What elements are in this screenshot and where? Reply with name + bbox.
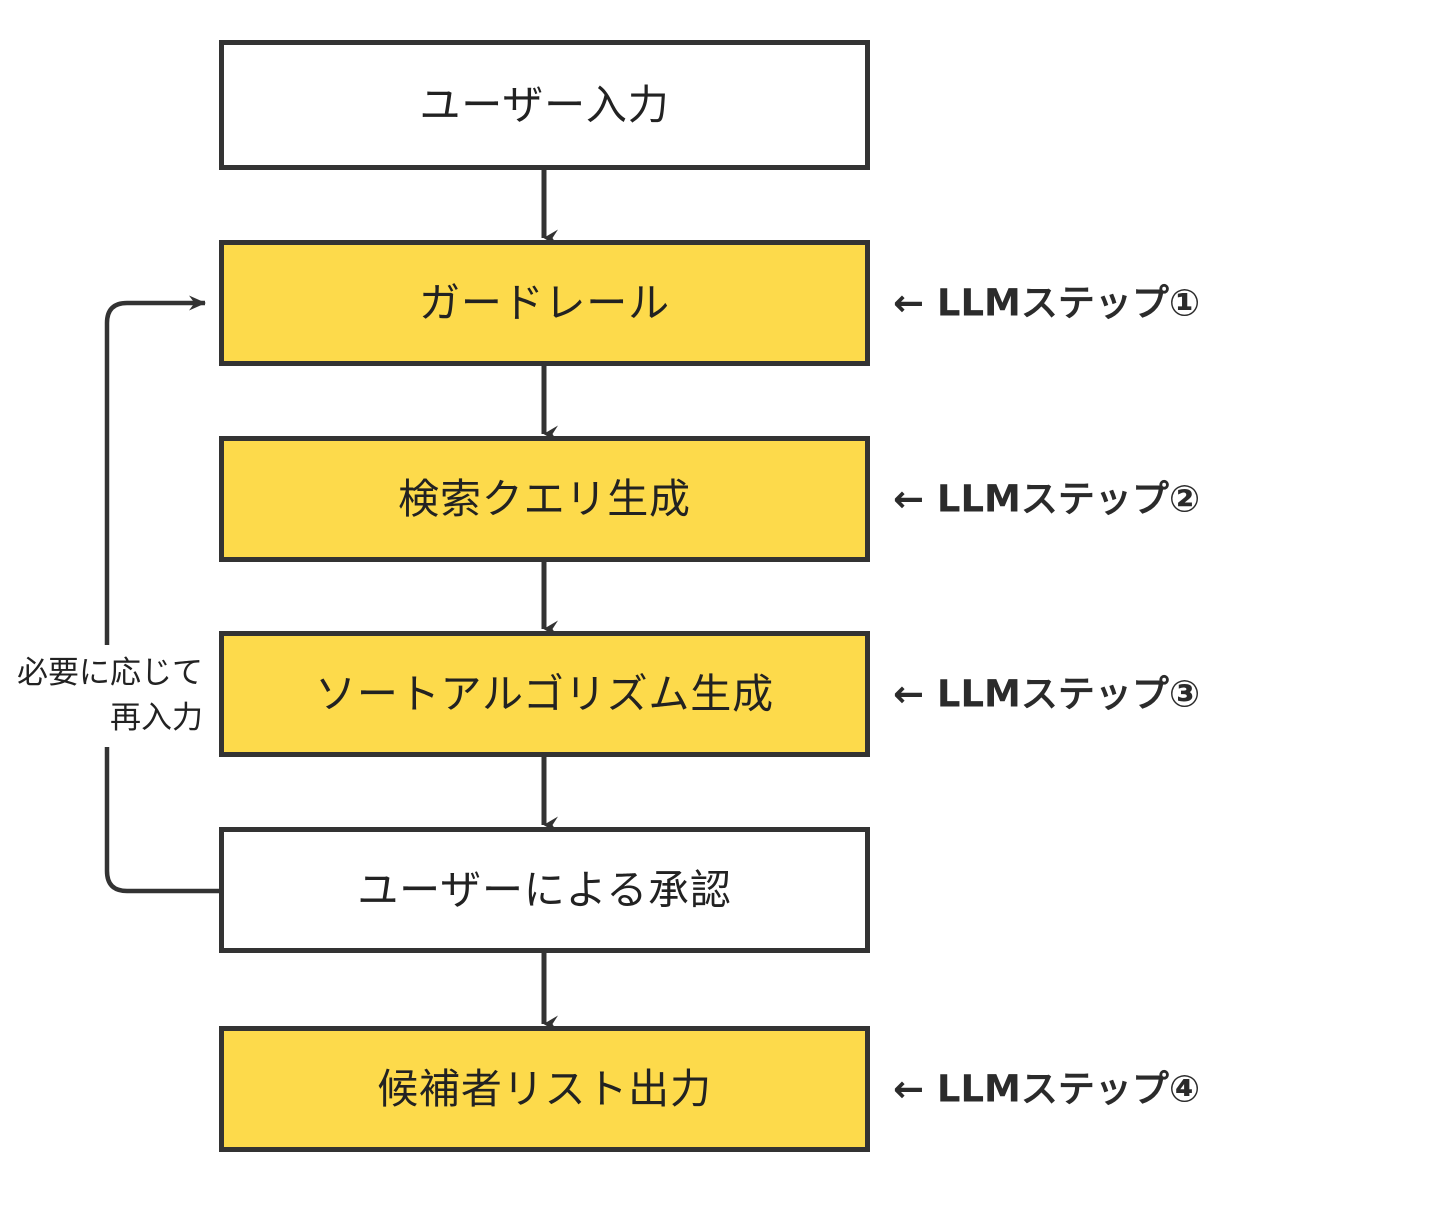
annotation-llm-step-1: ← LLMステップ①	[893, 281, 1201, 325]
node-label-candidate-list-output: 候補者リスト出力	[377, 1064, 712, 1113]
annotation-llm-step-3: ← LLMステップ③	[893, 672, 1201, 716]
node-guardrail[interactable]: ガードレール	[219, 240, 870, 366]
node-search-query-generation[interactable]: 検索クエリ生成	[219, 436, 870, 562]
node-label-guardrail: ガードレール	[419, 278, 670, 327]
node-candidate-list-output[interactable]: 候補者リスト出力	[219, 1026, 870, 1152]
node-sort-algorithm-generation[interactable]: ソートアルゴリズム生成	[219, 631, 870, 757]
annotation-llm-step-2: ← LLMステップ②	[893, 477, 1201, 521]
annotation-loop-back-reinput: 必要に応じて 再入力	[0, 645, 203, 747]
connector-approval-feedback-to-guardrail	[104, 295, 219, 894]
loop-back-line-1: 必要に応じて	[17, 655, 203, 691]
node-label-search-query-generation: 検索クエリ生成	[398, 474, 691, 523]
node-user-input[interactable]: ユーザー入力	[219, 40, 870, 170]
node-label-user-approval: ユーザーによる承認	[357, 865, 732, 914]
node-user-approval[interactable]: ユーザーによる承認	[219, 827, 870, 953]
loop-back-line-2: 再入力	[110, 699, 203, 736]
node-label-user-input: ユーザー入力	[419, 80, 670, 129]
annotation-llm-step-4: ← LLMステップ④	[893, 1067, 1201, 1111]
node-label-sort-algorithm-generation: ソートアルゴリズム生成	[315, 669, 774, 718]
